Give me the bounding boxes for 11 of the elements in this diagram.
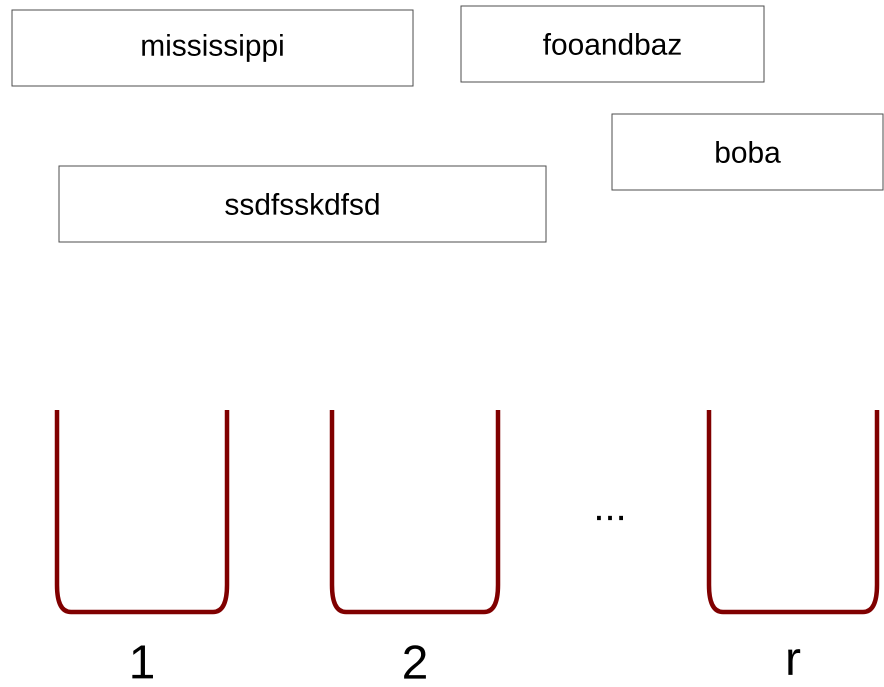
- bucket-drawing: [706, 410, 880, 614]
- text-box: fooandbaz: [460, 6, 764, 82]
- bucket-drawing: [54, 410, 230, 614]
- ellipsis: ...: [597, 516, 623, 520]
- text-box: ssdfsskdfsd: [58, 165, 546, 242]
- text-box: boba: [612, 113, 884, 190]
- bucket-number: 1: [132, 646, 153, 678]
- bucket-drawing: [330, 410, 500, 614]
- bucket-number: 2: [404, 645, 426, 679]
- bucket-number: r: [788, 649, 800, 675]
- text-box: mississippi: [12, 10, 414, 86]
